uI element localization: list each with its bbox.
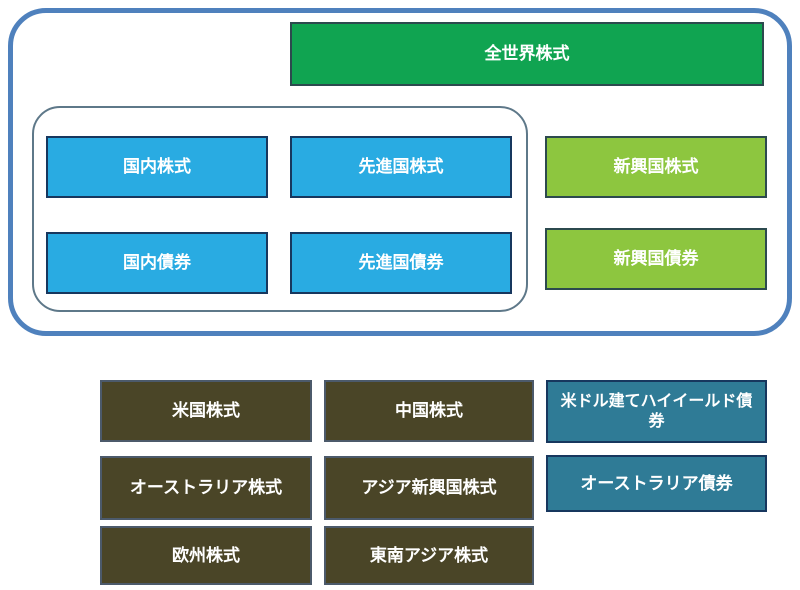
box-label: アジア新興国株式 <box>361 478 497 498</box>
box-us-equity: 米国株式 <box>100 380 312 442</box>
box-label: オーストラリア債券 <box>580 473 733 493</box>
box-emerging-bond: 新興国債券 <box>545 228 767 290</box>
box-label: 中国株式 <box>395 401 463 421</box>
box-label: 国内債券 <box>123 253 191 273</box>
box-label: 先進国株式 <box>358 157 444 177</box>
box-label: 全世界株式 <box>484 44 570 64</box>
box-usd-high-yield-bond: 米ドル建てハイイールド債券 <box>546 380 767 443</box>
box-label: 新興国株式 <box>613 157 699 177</box>
box-china-equity: 中国株式 <box>324 380 534 442</box>
box-emerging-equity: 新興国株式 <box>545 136 767 198</box>
box-australia-equity: オーストラリア株式 <box>100 456 312 520</box>
box-label: 米国株式 <box>172 401 240 421</box>
box-label: 新興国債券 <box>613 249 699 269</box>
box-global-equity: 全世界株式 <box>290 22 764 86</box>
box-developed-equity: 先進国株式 <box>290 136 512 198</box>
box-label: 国内株式 <box>123 157 191 177</box>
box-developed-bond: 先進国債券 <box>290 232 512 294</box>
box-domestic-bond: 国内債券 <box>46 232 268 294</box>
box-australia-bond: オーストラリア債券 <box>546 455 767 512</box>
box-southeast-asia-equity: 東南アジア株式 <box>324 526 534 585</box>
box-label: 米ドル建てハイイールド債券 <box>560 392 753 430</box>
box-label: 先進国債券 <box>358 253 444 273</box>
box-domestic-equity: 国内株式 <box>46 136 268 198</box>
box-label: 東南アジア株式 <box>369 545 489 565</box>
box-label: オーストラリア株式 <box>129 478 283 498</box>
core-frame <box>32 106 528 312</box>
box-label: 欧州株式 <box>172 545 240 565</box>
box-asia-emerging-equity: アジア新興国株式 <box>324 456 534 520</box>
box-europe-equity: 欧州株式 <box>100 526 312 585</box>
